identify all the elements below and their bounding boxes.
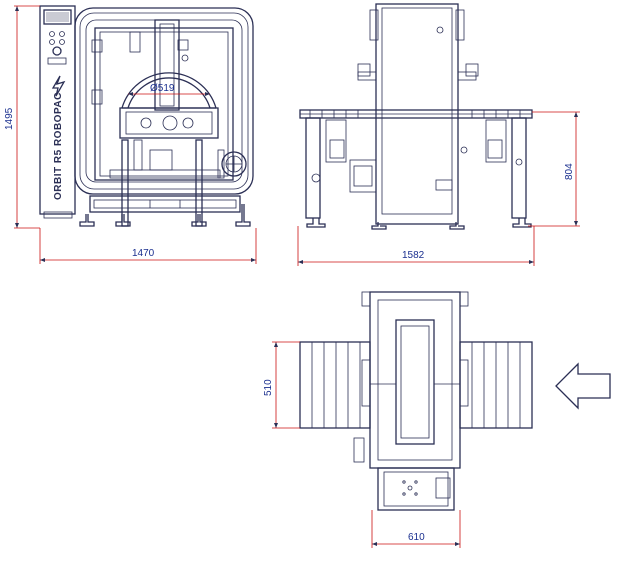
- dim-side-width: 1582: [402, 250, 425, 261]
- dim-front-height: 1495: [4, 107, 15, 130]
- front-feet: [43, 204, 251, 227]
- top-control-box: [377, 467, 455, 511]
- dim-ring-diameter: Ø519: [150, 83, 175, 94]
- control-screen: [43, 9, 72, 25]
- front-view: ORBIT R5 ROBOPAC Ø519: [4, 5, 257, 264]
- arrow-left-icon: [555, 362, 611, 410]
- wrapping-ring: [119, 72, 219, 139]
- control-buttons: [47, 31, 67, 65]
- dim-top-conveyor-width: 510: [263, 379, 274, 396]
- robopac-logo: [51, 75, 66, 97]
- dim-front-width: 1470: [132, 248, 155, 259]
- hand-wheel: [217, 149, 247, 179]
- front-outer-frame: [74, 7, 254, 195]
- side-view: 1582 804: [297, 3, 580, 266]
- dim-top-machine-width: 610: [408, 532, 425, 543]
- brand-label: ORBIT R5 ROBOPAC: [53, 92, 64, 200]
- top-view: 510 610: [263, 291, 611, 548]
- top-conveyor-left: [299, 341, 371, 429]
- top-main-housing: [369, 291, 461, 469]
- dim-side-height: 804: [564, 163, 575, 180]
